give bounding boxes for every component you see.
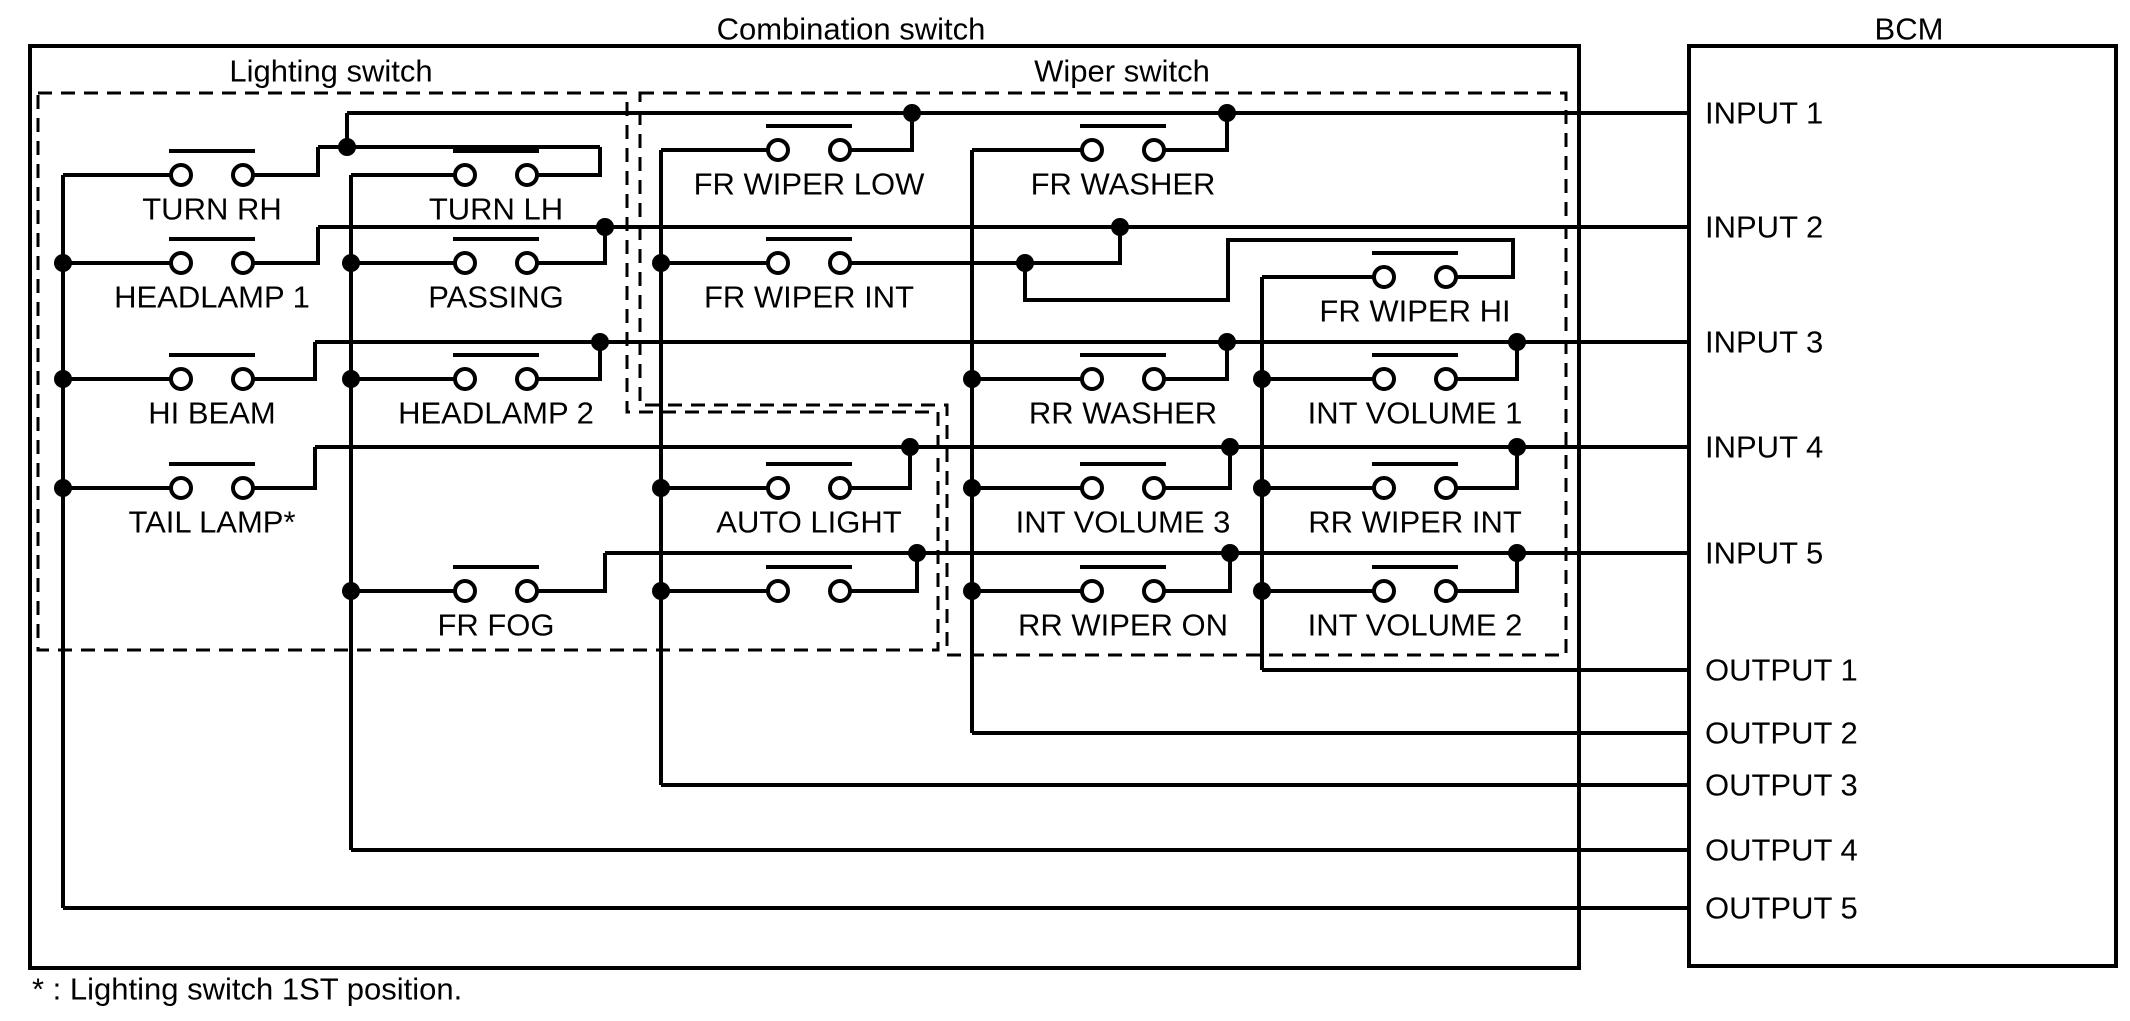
bcm-pin-output-5: OUTPUT 5 <box>1705 891 1858 926</box>
bcm-pin-output-3: OUTPUT 3 <box>1705 768 1858 803</box>
switch-rr-wiper-on: RR WIPER ON <box>1018 565 1228 643</box>
switch-fr-washer: FR WASHER <box>1031 124 1216 202</box>
lighting-switch-dashed-box <box>36 91 940 652</box>
switch-turn-lh: TURN LH <box>429 149 563 227</box>
switch-fr-fog: FR FOG <box>437 565 555 643</box>
switch-label: FR WIPER HI <box>1319 294 1510 329</box>
switch-headlamp-1: HEADLAMP 1 <box>114 237 310 315</box>
switch-fr-wiper-low: FR WIPER LOW <box>694 124 926 202</box>
switch-label: INT VOLUME 1 <box>1308 396 1523 431</box>
switch-hi-beam: HI BEAM <box>148 353 276 431</box>
switch-label: PASSING <box>428 280 564 315</box>
bcm-pin-input-4: INPUT 4 <box>1705 430 1823 465</box>
switch-label: HI BEAM <box>148 396 275 431</box>
switch-label: TURN LH <box>429 192 563 227</box>
switch-label: TURN RH <box>142 192 282 227</box>
switch-label: FR WIPER INT <box>704 280 914 315</box>
switch-label: HEADLAMP 1 <box>114 280 310 315</box>
switch-passing: PASSING <box>428 237 564 315</box>
wiper-switch-dashed-box <box>638 91 1568 657</box>
switch-int-volume-1: INT VOLUME 1 <box>1308 353 1523 431</box>
footnote: * : Lighting switch 1ST position. <box>32 972 462 1007</box>
lighting-section-label: Lighting switch <box>229 54 432 89</box>
switch-label: HEADLAMP 2 <box>398 396 594 431</box>
bcm-pin-input-5: INPUT 5 <box>1705 536 1823 571</box>
switch-fr-wiper-hi: FR WIPER HI <box>1319 251 1511 329</box>
bcm-pin-input-2: INPUT 2 <box>1705 210 1823 245</box>
junction-dots <box>54 104 1526 600</box>
switch-headlamp-2: HEADLAMP 2 <box>398 353 594 431</box>
bcm-pin-output-1: OUTPUT 1 <box>1705 653 1858 688</box>
switch-fr-wiper-int: FR WIPER INT <box>704 237 914 315</box>
bcm-pin-input-1: INPUT 1 <box>1705 96 1823 131</box>
bcm-pins: INPUT 1 INPUT 2 INPUT 3 INPUT 4 INPUT 5 … <box>1705 96 1858 926</box>
bcm-pin-output-4: OUTPUT 4 <box>1705 833 1858 868</box>
combination-switch-box <box>28 44 1581 970</box>
bcm-pin-input-3: INPUT 3 <box>1705 325 1823 360</box>
switch-label: RR WIPER ON <box>1018 608 1228 643</box>
switch-int-volume-3: INT VOLUME 3 <box>1016 462 1231 540</box>
bcm-box <box>1687 44 2118 968</box>
switch-label: INT VOLUME 2 <box>1308 608 1523 643</box>
switch-label: AUTO LIGHT <box>716 505 902 540</box>
wires <box>61 111 1689 910</box>
bcm-pin-output-2: OUTPUT 2 <box>1705 716 1858 751</box>
switch-tail-lamp: TAIL LAMP* <box>128 462 296 540</box>
switch-label: RR WIPER INT <box>1308 505 1522 540</box>
switch-label: TAIL LAMP* <box>128 505 295 540</box>
bcm-title: BCM <box>1875 12 1944 47</box>
switch-rr-washer: RR WASHER <box>1029 353 1217 431</box>
switch-turn-rh: TURN RH <box>142 149 282 227</box>
switch-rr-wiper-int: RR WIPER INT <box>1308 462 1522 540</box>
page-title: Combination switch <box>717 12 986 47</box>
switch-label: INT VOLUME 3 <box>1016 505 1231 540</box>
switch-auto-light: AUTO LIGHT <box>716 462 902 540</box>
switch-label: FR WIPER LOW <box>694 167 926 202</box>
switch-unlabeled <box>766 565 852 603</box>
switch-label: FR FOG <box>437 608 554 643</box>
wiper-section-label: Wiper switch <box>1034 54 1210 89</box>
switch-label: FR WASHER <box>1031 167 1216 202</box>
switch-label: RR WASHER <box>1029 396 1217 431</box>
switch-int-volume-2: INT VOLUME 2 <box>1308 565 1523 643</box>
